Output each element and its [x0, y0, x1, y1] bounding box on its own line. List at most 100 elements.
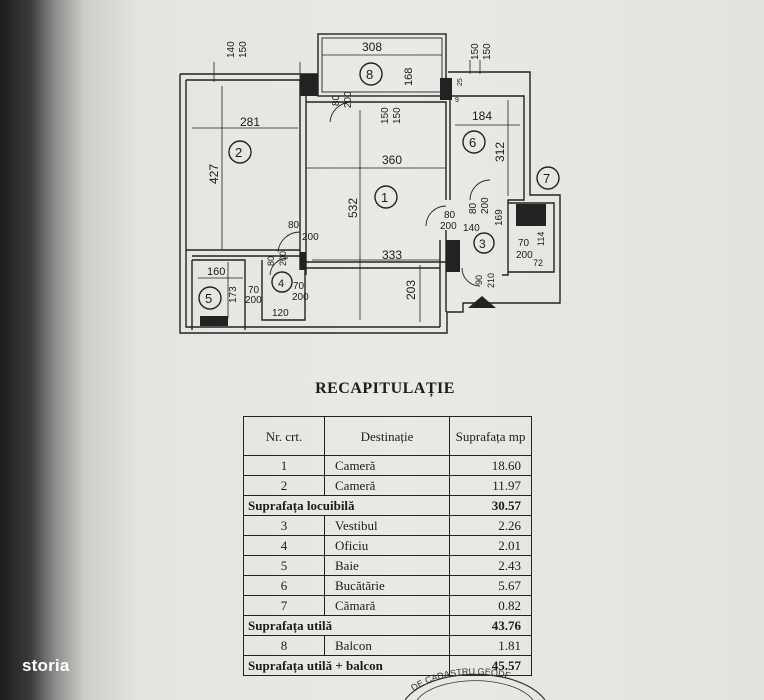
dim-vestibul-140: 140	[463, 223, 480, 234]
dim-door-80-200-a: 80	[266, 256, 276, 266]
cell-destination: Cameră	[324, 475, 450, 496]
dim-room6-height: 312	[493, 142, 507, 162]
dim-bath-door-200: 200	[245, 295, 262, 306]
dim-door-room6-80: 80	[468, 202, 479, 214]
cell-destination: Balcon	[324, 635, 450, 656]
dim-bath-160: 160	[207, 266, 225, 278]
dim-win-150-b: 150	[392, 107, 403, 124]
summary-row-utila: Suprafața utilă 43.76	[243, 615, 532, 636]
dim-pantry-200: 200	[516, 250, 533, 261]
cell-destination: Bucătărie	[324, 575, 450, 596]
header-surface: Suprafața mp	[449, 416, 532, 456]
recap-table: Nr. crt. Destinație Suprafața mp 1 Camer…	[243, 416, 532, 676]
summary-row-total: Suprafața utilă + balcon 45.57	[243, 655, 532, 676]
room-number-2: 2	[235, 145, 242, 160]
dim-door-balcony-200: 200	[343, 91, 354, 108]
summary-row-locuibila: Suprafața locuibilă 30.57	[243, 495, 532, 516]
cell-destination: Cameră	[324, 455, 450, 476]
dim-office-door-200: 200	[292, 292, 309, 303]
table-header-row: Nr. crt. Destinație Suprafața mp	[243, 416, 532, 456]
dim-door-80-200-b: 200	[278, 251, 288, 266]
recap-title: RECAPITULAȚIE	[315, 380, 455, 397]
cell-surface: 2.01	[449, 535, 532, 556]
dim-top-right-b: 150	[482, 43, 493, 60]
cell-nr: 3	[243, 515, 325, 536]
cell-surface: 1.81	[449, 635, 532, 656]
stamp-text: DE CADASTRU GEODE	[409, 666, 512, 693]
table-row: 7 Cămară 0.82	[243, 595, 532, 616]
dim-top-left-b: 150	[238, 41, 249, 58]
table-row: 3 Vestibul 2.26	[243, 515, 532, 536]
cell-surface: 2.43	[449, 555, 532, 576]
cell-nr: 8	[243, 635, 325, 656]
room-number-7: 7	[543, 171, 550, 186]
dim-door-entry-90: 90	[474, 275, 484, 285]
cell-nr: 5	[243, 555, 325, 576]
room-number-1: 1	[381, 190, 388, 205]
dim-pantry-70: 70	[518, 238, 530, 249]
summary-value: 30.57	[449, 495, 532, 516]
dim-room1-lower-height: 203	[404, 280, 418, 300]
cell-nr: 7	[243, 595, 325, 616]
dim-room1-lower-width: 333	[382, 248, 402, 262]
table-row: 5 Baie 2.43	[243, 555, 532, 576]
cell-surface: 5.67	[449, 575, 532, 596]
dim-room2-width: 281	[240, 115, 260, 129]
dim-room6-width: 184	[472, 109, 492, 123]
cadastre-stamp: DE CADASTRU GEODE	[404, 666, 546, 700]
cell-nr: 4	[243, 535, 325, 556]
cell-destination: Oficiu	[324, 535, 450, 556]
dim-bath-173: 173	[228, 286, 239, 303]
summary-label: Suprafața locuibilă	[243, 495, 450, 516]
cell-destination: Vestibul	[324, 515, 450, 536]
dim-win-150-a: 150	[380, 107, 391, 124]
dim-door-entry-210: 210	[486, 273, 496, 288]
dim-pantry-72: 72	[533, 258, 543, 268]
room-number-5: 5	[205, 291, 212, 306]
dim-room2-height: 427	[207, 164, 221, 184]
header-destination: Destinație	[324, 416, 450, 456]
dim-door-hall-200: 200	[440, 221, 457, 232]
header-nr: Nr. crt.	[243, 416, 325, 456]
dim-door-balcony-80: 80	[331, 94, 342, 106]
cell-surface: 0.82	[449, 595, 532, 616]
cell-surface: 11.97	[449, 475, 532, 496]
dim-balcony-width: 308	[362, 40, 382, 54]
table-row: 4 Oficiu 2.01	[243, 535, 532, 556]
cell-nr: 1	[243, 455, 325, 476]
table-row: 8 Balcon 1.81	[243, 635, 532, 656]
room-number-6: 6	[469, 135, 476, 150]
cell-surface: 18.60	[449, 455, 532, 476]
dim-balcony-depth: 168	[403, 68, 415, 86]
cell-destination: Baie	[324, 555, 450, 576]
table-row: 2 Cameră 11.97	[243, 475, 532, 496]
dim-room1-height: 532	[346, 198, 360, 218]
room-number-3: 3	[479, 237, 486, 251]
storia-logo: storia	[22, 656, 70, 675]
dim-door-room2-80: 80	[288, 220, 300, 231]
table-row: 1 Cameră 18.60	[243, 455, 532, 476]
summary-label: Suprafața utilă + balcon	[243, 655, 450, 676]
room-number-8: 8	[366, 67, 373, 82]
dim-door-room6-200: 200	[480, 197, 491, 214]
summary-value: 43.76	[449, 615, 532, 636]
dim-top-right-a: 150	[470, 43, 481, 60]
table-row: 6 Bucătărie 5.67	[243, 575, 532, 596]
cell-destination: Cămară	[324, 595, 450, 616]
summary-value: 45.57	[449, 655, 532, 676]
floor-plan: 140 150 308 168 150 150 9 25 281 427 360…	[179, 33, 561, 334]
dim-room1-width: 360	[382, 153, 402, 167]
dim-vestibul-169: 169	[494, 209, 505, 226]
cell-nr: 2	[243, 475, 325, 496]
dim-door-room2-200: 200	[302, 232, 319, 243]
svg-text:DE CADASTRU GEODE: DE CADASTRU GEODE	[409, 666, 512, 693]
room-number-4: 4	[278, 278, 284, 290]
dim-office-120: 120	[272, 308, 289, 319]
cell-nr: 6	[243, 575, 325, 596]
dim-pantry-114: 114	[536, 232, 546, 246]
dim-small-25: 25	[457, 78, 464, 86]
dim-top-left-a: 140	[226, 41, 237, 58]
cell-surface: 2.26	[449, 515, 532, 536]
dim-door-hall-80: 80	[444, 210, 456, 221]
dim-office-door-70: 70	[293, 281, 305, 292]
